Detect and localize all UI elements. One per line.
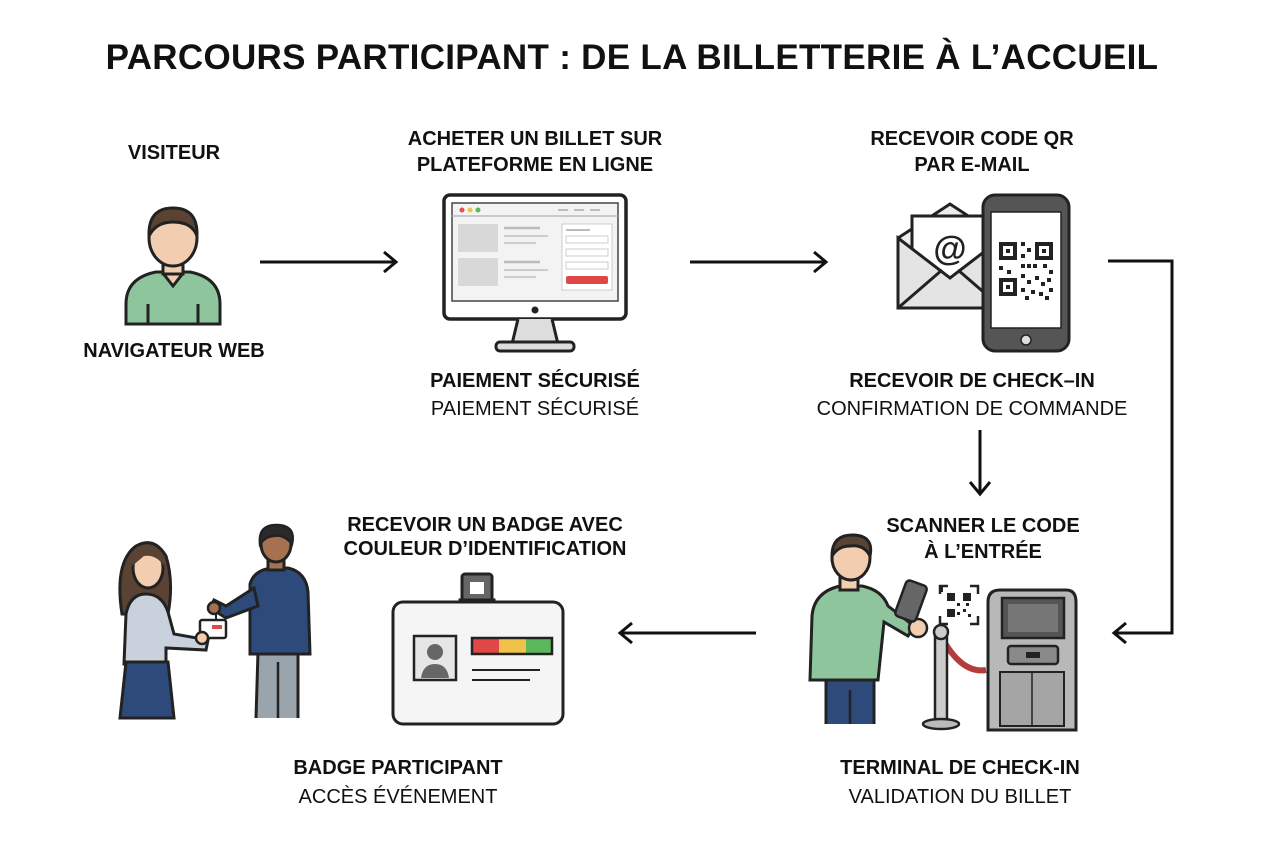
desktop-monitor-icon (442, 193, 628, 353)
arrow-down (968, 430, 992, 497)
badge-bottom-regular: ACCÈS ÉVÉNEMENT (298, 786, 498, 808)
person-icon (124, 206, 222, 326)
badge-bottom-bold: BADGE PARTICIPANT (293, 757, 503, 779)
qr-top-label-2: PAR E-MAIL (914, 154, 1030, 176)
arrow-elbow-right (1108, 259, 1174, 645)
id-badge-icon (391, 572, 565, 726)
buy-top-label-2: PLATEFORME EN LIGNE (416, 154, 654, 176)
person-scanning-icon (808, 533, 948, 724)
scan-bottom-regular: VALIDATION DU BILLET (848, 786, 1072, 808)
arrow-right-2 (690, 250, 829, 274)
scan-bottom-bold: TERMINAL DE CHECK-IN (840, 757, 1080, 779)
badge-top-label-2: COULEUR D’IDENTIFICATION (343, 538, 627, 560)
qr-bottom-regular: CONFIRMATION DE COMMANDE (816, 398, 1128, 420)
arrow-left (617, 621, 756, 645)
arrow-right-1 (260, 250, 399, 274)
buy-bottom-regular: PAIEMENT SÉCURISÉ (430, 398, 640, 420)
smartphone-qr-icon (981, 193, 1071, 353)
badge-handover-icon (118, 523, 312, 720)
visitor-bottom-label: NAVIGATEUR WEB (83, 340, 265, 362)
buy-top-label-1: ACHETER UN BILLET SUR (407, 128, 663, 150)
scan-top-label-1: SCANNER LE CODE (886, 515, 1080, 537)
qr-bottom-bold: RECEVOIR DE CHECK–IN (849, 370, 1095, 392)
visitor-top-label: VISITEUR (127, 142, 221, 164)
badge-top-label-1: RECEVOIR UN BADGE AVEC (347, 514, 623, 536)
scan-top-label-2: À L’ENTRÉE (924, 541, 1042, 563)
buy-bottom-bold: PAIEMENT SÉCURISÉ (430, 370, 640, 392)
check-in-kiosk-icon (921, 588, 1078, 732)
page-title: PARCOURS PARTICIPANT : DE LA BILLETTERIE… (105, 38, 1159, 77)
qr-top-label-1: RECEVOIR CODE QR (870, 128, 1074, 150)
svg-text:@: @ (933, 230, 966, 268)
